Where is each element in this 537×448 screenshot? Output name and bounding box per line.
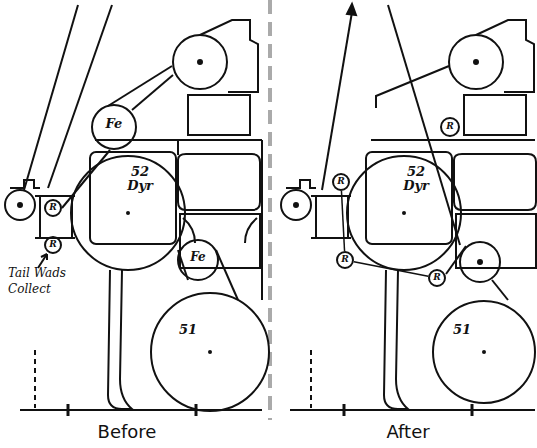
- roll-label: 51: [453, 323, 471, 337]
- roll-label: R: [49, 203, 56, 212]
- roll-circle: R: [332, 173, 350, 191]
- roll-name: Dyr: [403, 179, 429, 193]
- roll-number: R: [433, 273, 440, 282]
- roll-number: R: [49, 240, 56, 249]
- roll-label: Fe: [190, 251, 206, 264]
- cylinder-circle: Fe: [91, 104, 137, 150]
- roll-circle: R: [440, 117, 460, 137]
- roll-name: Dyr: [127, 179, 153, 193]
- roll-label: R: [433, 273, 440, 282]
- panel-caption: Before: [98, 421, 157, 442]
- roll-number: Fe: [106, 117, 123, 131]
- panel-caption: After: [386, 421, 429, 442]
- roll-label: R: [49, 240, 56, 249]
- roll-label: 52Dyr: [127, 165, 153, 192]
- roll-label: R: [337, 177, 344, 186]
- roll-label: R: [341, 255, 348, 264]
- roll-number: R: [341, 255, 348, 264]
- cylinder-circle: 51: [432, 300, 536, 404]
- roll-number: 52: [127, 165, 153, 179]
- roll-circle: R: [336, 251, 354, 269]
- roll-number: 51: [453, 323, 471, 337]
- cylinder-circle: 52Dyr: [70, 155, 186, 271]
- roll-number: 51: [179, 323, 197, 337]
- cylinder-circle: Fe: [177, 239, 219, 281]
- circle-outline: [150, 292, 270, 412]
- roll-number: 52: [403, 165, 429, 179]
- roll-circle: R: [44, 199, 62, 217]
- cylinder-circle: 51: [150, 292, 270, 412]
- roll-number: R: [337, 177, 344, 186]
- roll-label: 52Dyr: [403, 165, 429, 192]
- roll-label: 51: [179, 323, 197, 337]
- roll-number: R: [446, 122, 453, 131]
- roll-label: Fe: [106, 117, 123, 131]
- circle-outline: [70, 155, 186, 271]
- roll-number: R: [49, 203, 56, 212]
- roll-circle: R: [428, 269, 446, 287]
- roll-label: R: [446, 122, 453, 131]
- roll-circle: R: [44, 236, 62, 254]
- roll-number: Fe: [190, 251, 206, 264]
- circle-outline: [432, 300, 536, 404]
- circle-outline: [346, 155, 462, 271]
- handwritten-note: Tail Wads Collect: [8, 266, 88, 297]
- felt-run: [341, 191, 344, 251]
- cylinder-circle: 52Dyr: [346, 155, 462, 271]
